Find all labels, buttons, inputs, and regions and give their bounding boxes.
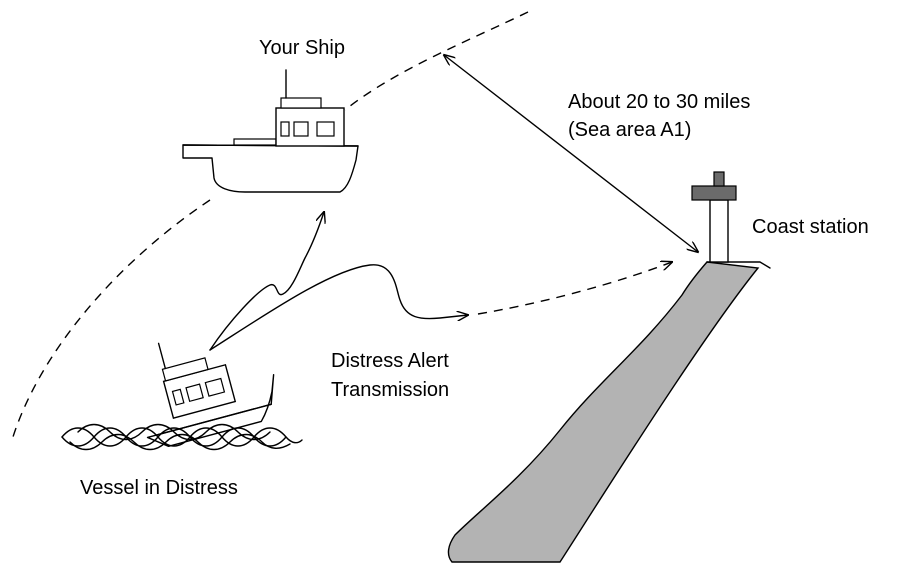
alert-path-to-coast-dashed	[477, 262, 672, 315]
alert-path-to-coast	[209, 264, 468, 351]
coast-station-tower	[691, 171, 737, 263]
your-ship-drawing	[182, 69, 359, 193]
coast-station-label: Coast station	[752, 216, 869, 238]
vessel-in-distress-drawing	[146, 342, 275, 448]
alert-label-line1: Distress Alert	[331, 350, 449, 372]
vessel-label: Vessel in Distress	[80, 477, 238, 499]
alert-label-line2: Transmission	[331, 379, 450, 401]
coastline	[447, 261, 760, 563]
range-label-line1: About 20 to 30 miles	[568, 91, 751, 113]
alert-path-to-ship	[209, 212, 324, 351]
range-arrow	[444, 55, 698, 252]
coverage-arc	[344, 11, 529, 111]
range-label-line2: (Sea area A1)	[568, 119, 692, 141]
coverage-arc-lower	[11, 199, 211, 441]
your-ship-label: Your Ship	[259, 37, 345, 59]
waves	[61, 423, 303, 451]
